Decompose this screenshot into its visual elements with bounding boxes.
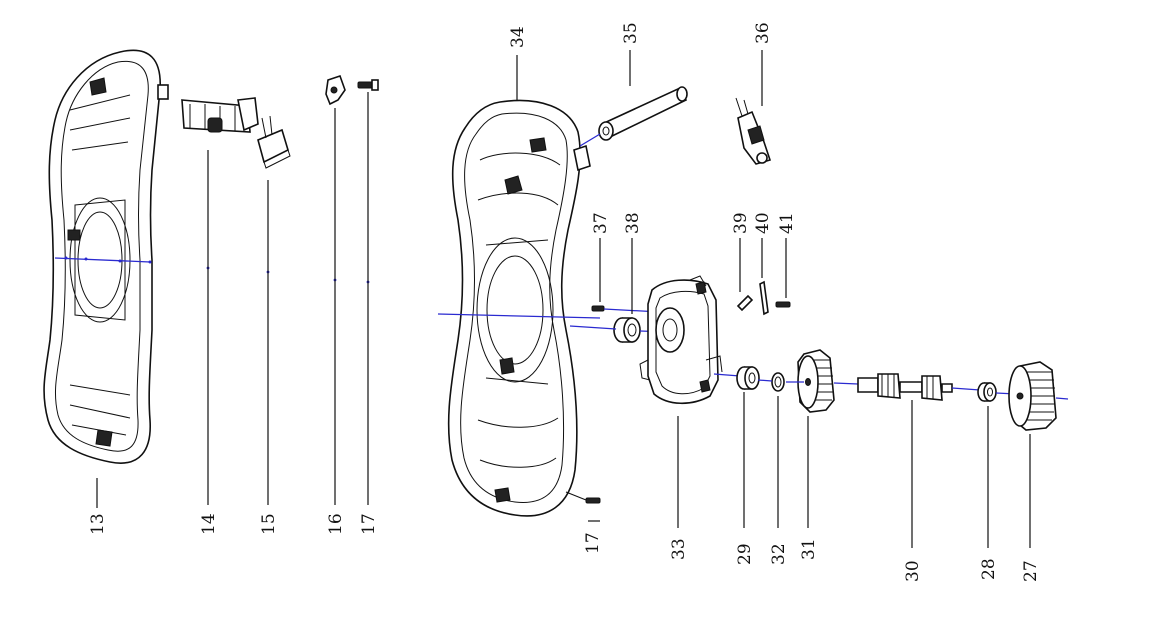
leader-lines [96, 50, 1031, 548]
label-33: 33 [669, 538, 689, 560]
part-13-outer-housing [43, 49, 169, 464]
part-27-drive-gear [1008, 361, 1069, 431]
part-17-screw-top [357, 79, 379, 284]
label-31: 31 [799, 538, 819, 560]
part-32-ring [757, 372, 785, 392]
part-labels: 13 14 15 16 17 17 34 35 36 37 38 39 40 4… [88, 22, 1041, 582]
label-29: 29 [735, 543, 755, 565]
label-40: 40 [753, 212, 773, 234]
part-39-spring [736, 294, 754, 312]
label-37: 37 [591, 212, 611, 234]
part-34-main-plate [437, 99, 601, 517]
part-41-screw [775, 301, 791, 308]
part-40-pin [759, 280, 769, 316]
label-16: 16 [326, 513, 346, 535]
label-17-top: 17 [359, 513, 379, 535]
label-34: 34 [508, 26, 528, 48]
part-17-screw-bottom [565, 491, 601, 504]
label-17-bottom: 17 [583, 532, 603, 554]
part-31-gear [786, 349, 859, 413]
part-33-gear-housing [639, 275, 741, 405]
label-13: 13 [88, 513, 108, 535]
part-30-spindle [857, 373, 981, 401]
part-15-capacitor [257, 115, 291, 274]
label-36: 36 [753, 22, 773, 44]
label-41: 41 [777, 212, 797, 234]
label-28: 28 [979, 558, 999, 580]
part-28-washer [977, 382, 1017, 402]
label-14: 14 [199, 513, 219, 535]
label-35: 35 [621, 22, 641, 44]
label-38: 38 [623, 212, 643, 234]
part-35-shaft [579, 86, 688, 147]
part-29-bearing [736, 366, 760, 390]
part-36-plug [735, 97, 772, 165]
label-39: 39 [731, 212, 751, 234]
label-15: 15 [259, 513, 279, 535]
label-30: 30 [903, 560, 923, 582]
label-32: 32 [769, 543, 789, 565]
label-27: 27 [1021, 560, 1041, 582]
part-14-switch [181, 97, 259, 270]
